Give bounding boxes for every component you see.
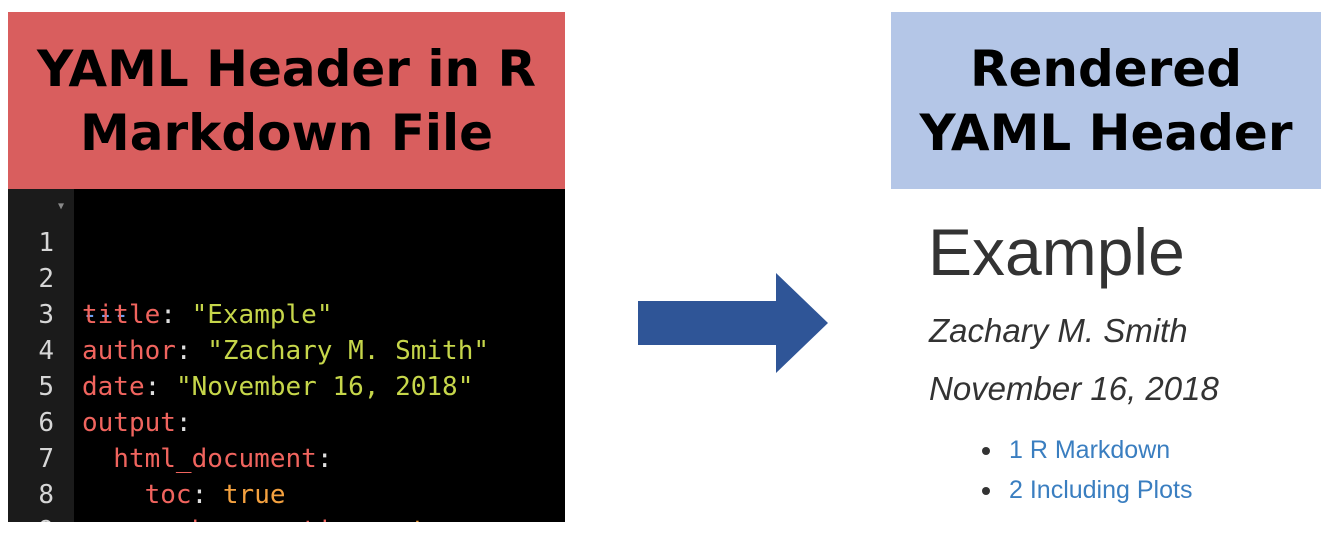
yaml-colon: : — [175, 336, 208, 366]
code-line: 7 toc: true — [8, 405, 285, 510]
line-number: 5 — [38, 372, 54, 402]
yaml-boolean: true — [222, 480, 286, 510]
code-line: 5 output: — [8, 333, 191, 438]
line-number-gutter — [8, 189, 74, 522]
code-line: 4 date: "November 16, 2018" — [8, 297, 473, 402]
bullet-icon — [982, 447, 990, 455]
yaml-key: number_sections — [82, 516, 380, 522]
left-panel-title: YAML Header in R Markdown File — [8, 12, 565, 189]
code-line: 10 — [8, 513, 71, 522]
rendered-title: Example — [928, 215, 1185, 289]
code-line: 3 author: "Zachary M. Smith" — [8, 261, 489, 366]
line-number: 8 — [38, 480, 54, 510]
line-number: 9 — [8, 513, 54, 522]
yaml-key: output — [82, 408, 176, 438]
line-number: 6 — [38, 408, 54, 438]
code-line: 2 title: "Example" — [8, 225, 332, 330]
yaml-colon: : — [316, 444, 333, 474]
toc-link[interactable]: 1 R Markdown — [1009, 436, 1171, 464]
table-of-contents: 1 R Markdown 2 Including Plots — [982, 432, 1192, 512]
rendered-date: November 16, 2018 — [929, 370, 1219, 407]
code-editor: 1 ▼ --- 2 title: "Example" 3 author: "Za… — [8, 189, 565, 522]
yaml-colon: : — [144, 372, 176, 402]
bullet-icon — [982, 487, 990, 495]
rendered-author: Zachary M. Smith — [929, 312, 1188, 349]
yaml-key: date — [82, 372, 145, 402]
line-number: 1 — [38, 228, 54, 258]
yaml-key: toc — [82, 480, 192, 510]
line-number: 2 — [38, 264, 54, 294]
toc-item: 2 Including Plots — [982, 472, 1192, 512]
yaml-boolean: true — [411, 516, 474, 522]
line-number: 7 — [38, 444, 54, 474]
yaml-string: "Example" — [191, 300, 333, 330]
code-line: 9 --- — [8, 477, 71, 522]
yaml-key: title — [82, 300, 161, 330]
yaml-key: html_document — [82, 444, 317, 474]
code-line: 6 html_document: — [8, 369, 332, 474]
right-arrow-icon — [638, 273, 828, 373]
fold-toggle-icon[interactable]: ▼ — [58, 201, 65, 212]
yaml-colon: : — [175, 408, 192, 438]
code-line: 1 ▼ --- — [8, 189, 129, 330]
yaml-string: "November 16, 2018" — [175, 372, 474, 402]
yaml-delimiter: --- — [82, 300, 129, 330]
toc-link[interactable]: 2 Including Plots — [1009, 476, 1193, 504]
code-line: 8 number_sections: true — [8, 441, 473, 522]
yaml-string: "Zachary M. Smith" — [207, 336, 489, 366]
line-number: 4 — [38, 336, 54, 366]
yaml-key: author — [82, 336, 176, 366]
yaml-colon: : — [379, 516, 410, 522]
right-panel-title: Rendered YAML Header — [891, 12, 1321, 189]
yaml-colon: : — [160, 300, 192, 330]
yaml-colon: : — [191, 480, 223, 510]
toc-item: 1 R Markdown — [982, 432, 1192, 472]
line-number: 3 — [38, 300, 54, 330]
